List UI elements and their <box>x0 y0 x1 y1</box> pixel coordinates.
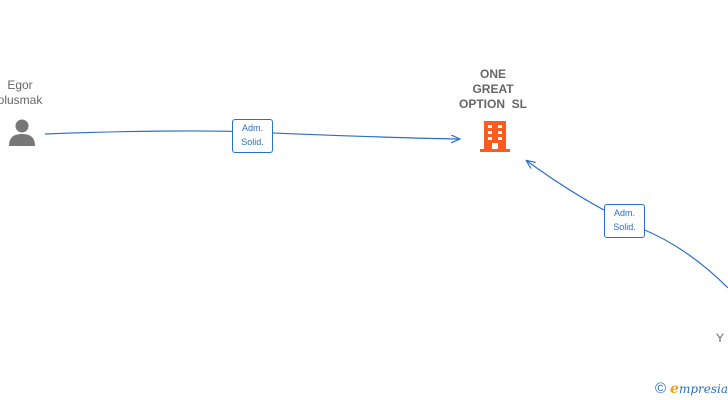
person-name-line: Egor <box>7 78 33 92</box>
edge-label-line: Solid. <box>613 222 636 232</box>
building-icon[interactable] <box>479 119 511 153</box>
person-name-egor[interactable]: Egor olusmak <box>0 78 48 108</box>
brand-logo-initial: e <box>670 380 679 397</box>
edge-label-adm-solid[interactable]: Adm. Solid. <box>604 204 645 238</box>
person-name-y[interactable]: Y <box>716 331 728 346</box>
company-name-line: ONE <box>479 67 506 81</box>
copyright-icon: © <box>654 380 667 397</box>
company-name-line: GREAT <box>472 82 514 96</box>
person-name-line: olusmak <box>0 93 43 107</box>
brand-logo-text: mpresia <box>678 381 728 396</box>
brand-logo[interactable]: empresia <box>670 381 728 397</box>
company-name[interactable]: ONE GREAT OPTION SL <box>443 67 543 112</box>
edge-label-line: Adm. <box>241 123 263 133</box>
person-icon[interactable] <box>7 117 37 147</box>
person-name-line: Y <box>716 331 725 345</box>
edge-label-line: Solid. <box>241 137 264 147</box>
edge-label-adm-solid[interactable]: Adm. Solid. <box>232 119 273 153</box>
company-name-line: OPTION SL <box>458 97 527 111</box>
brand-footer: © empresia <box>655 380 728 397</box>
edge-label-line: Adm. <box>613 208 635 218</box>
